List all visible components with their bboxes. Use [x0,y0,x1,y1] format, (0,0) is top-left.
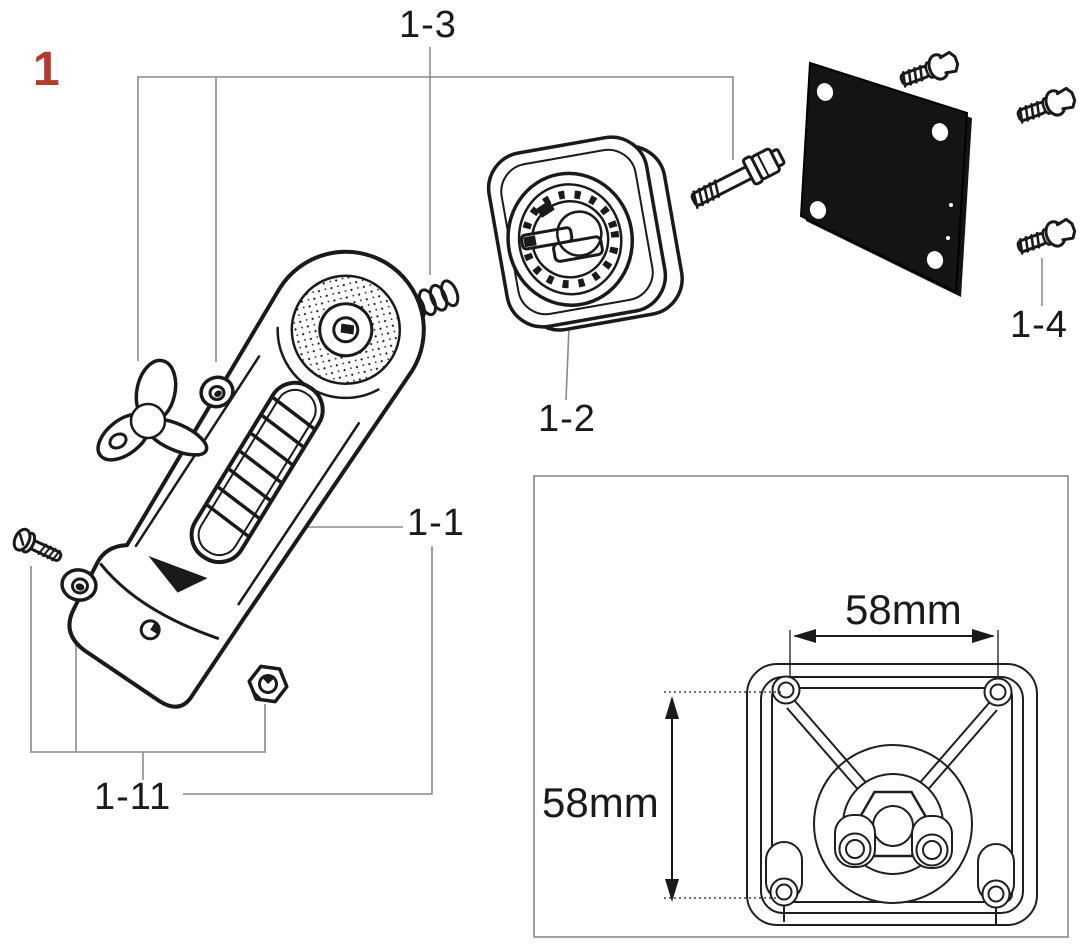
leader-kit-bottom [30,566,266,753]
ratchet-rungs [206,396,317,539]
leader-mount-head [565,326,570,401]
swivel-arm [67,249,426,709]
clamp-knob-icon [96,358,209,462]
label-part-1-4: 1-4 [1010,304,1068,346]
label-part-1-2: 1-2 [538,398,596,440]
mount-hole-bl-inner [775,883,793,901]
inset-border [533,475,1069,938]
label-dim-vertical: 58mm [542,779,659,826]
arrow-up [665,696,679,719]
slot-shadow [148,556,208,593]
socket-bar-end [523,235,537,248]
leader-lines [30,47,1043,795]
adapter-plate [799,61,972,297]
label-dim-horizontal: 58mm [845,586,962,633]
screw-set [899,50,1077,255]
figure-number: 1 [33,43,60,96]
screw-icon [1016,86,1077,124]
socket-hub [556,210,603,257]
plate-mid-contour [760,676,1024,914]
ratchet-teeth [521,190,620,289]
leader-kit-top [137,76,734,361]
plate-hole-tr [931,123,949,141]
arrow-left [793,629,816,643]
plate-hole-tl [816,83,834,101]
plate-hole-br [926,251,944,269]
washer-icon [199,375,235,409]
bolt-hole-inner [922,840,942,860]
plate-edge-mark [949,203,953,207]
horizontal-dimension [789,629,999,678]
dimension-inset [533,475,1069,938]
mount-hole-tl-inner [777,681,795,699]
hex-nut-icon [247,664,289,704]
label-part-1-3: 1-3 [399,4,457,46]
socket-pawl [536,200,555,218]
arm-side-contour [237,422,361,606]
washer-icon [60,568,98,602]
arrow-down [665,879,679,902]
bolt-hole-inner [845,839,865,859]
mount-hole-br-inner [987,885,1005,903]
ratchet-slot-inner [197,388,317,557]
base-hole-shadow [150,622,160,635]
label-part-1-11: 1-11 [94,776,172,818]
vertical-dimension [664,691,783,902]
label-part-1-1: 1-1 [407,502,465,544]
arrow-right [972,629,995,643]
plate-edge-mark [946,236,950,240]
center-hole [872,805,914,847]
hex-bolt-icon [690,147,786,209]
screw-icon [1016,217,1077,255]
ribs [786,700,998,794]
mount-head [486,135,684,332]
plate-hole-bl [809,201,827,219]
screw-icon [899,50,960,88]
plate-face [799,61,969,294]
pivot-key-slot [340,323,355,335]
leader-arm-to-kit [183,546,433,795]
socket-lower-bar [552,235,604,263]
arm-base-edge [99,562,220,640]
plate-rear-view [746,663,1038,926]
small-screw-icon [12,527,63,562]
mount-hole-tr-inner [989,683,1007,701]
